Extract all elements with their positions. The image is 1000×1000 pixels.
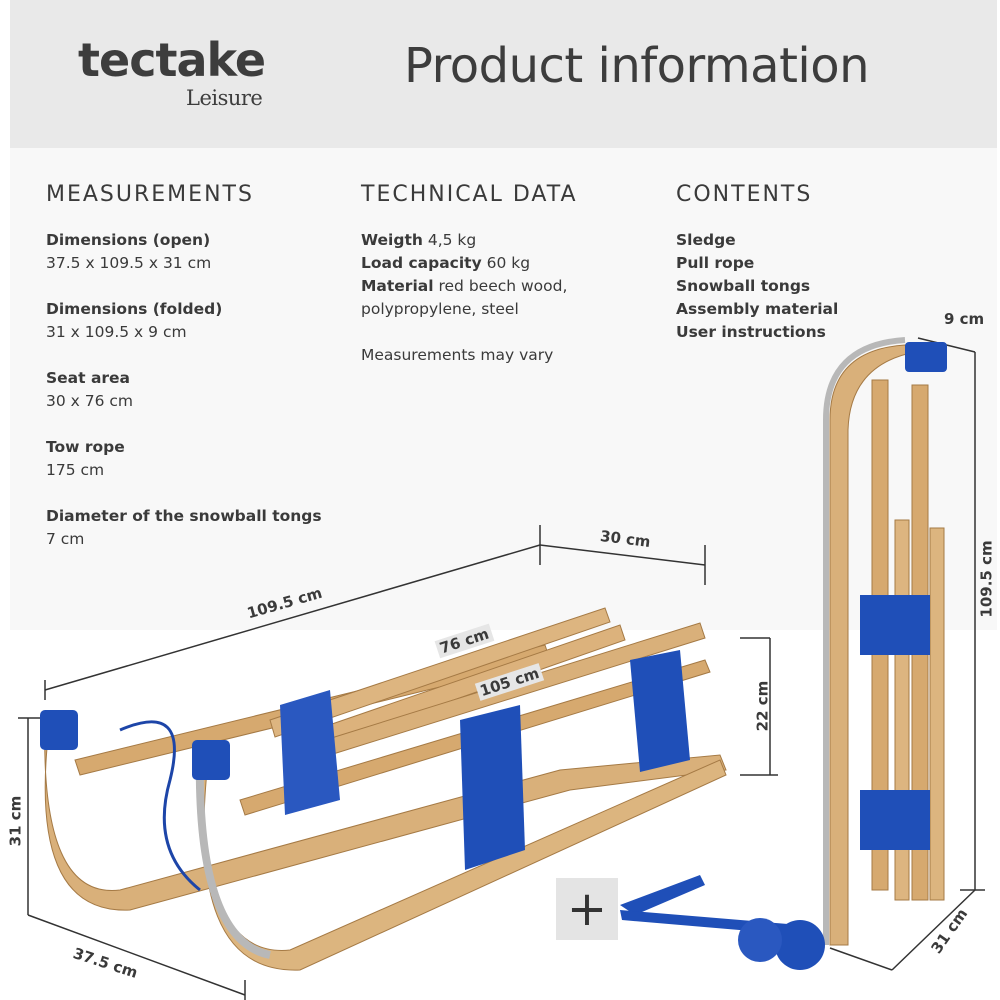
header: tectake Leisure Product information — [10, 0, 997, 148]
contents-item: Assembly material — [676, 300, 839, 318]
spec-value: red beech wood, — [438, 277, 568, 295]
spec-value: 37.5 x 109.5 x 31 cm — [46, 254, 212, 272]
measurements-column: MEASUREMENTS Dimensions (open) 37.5 x 109… — [46, 182, 322, 574]
spec-value: 7 cm — [46, 530, 85, 548]
dim-height: 31 cm — [6, 795, 25, 847]
contents-item: Pull rope — [676, 254, 755, 272]
page-title: Product information — [404, 38, 870, 94]
brand-name: tectake — [78, 33, 266, 87]
technical-column: TECHNICAL DATA Weigth 4,5 kg Load capaci… — [361, 182, 578, 367]
spec-label: Material — [361, 277, 434, 295]
spec-label: Dimensions (folded) — [46, 300, 223, 318]
dim-folded-depth: 9 cm — [944, 310, 985, 328]
brand-sub: Leisure — [186, 86, 263, 110]
sledge-folded — [823, 337, 947, 946]
spec-label: Dimensions (open) — [46, 231, 211, 249]
measurements-heading: MEASUREMENTS — [46, 182, 254, 207]
spec-item: Tow rope 175 cm — [46, 436, 322, 482]
dim-seat-height: 22 cm — [753, 680, 772, 732]
spec-item: Dimensions (folded) 31 x 109.5 x 9 cm — [46, 298, 322, 344]
dim-folded-length: 109.5 cm — [977, 540, 996, 618]
contents-heading: CONTENTS — [676, 182, 813, 207]
contents-item: Snowball tongs — [676, 277, 811, 295]
spec-line: Material red beech wood, — [361, 275, 578, 298]
spec-label: Load capacity — [361, 254, 482, 272]
spec-value: 175 cm — [46, 461, 105, 479]
note: Measurements may vary — [361, 346, 554, 364]
plus-icon: + — [556, 878, 618, 940]
spec-label: Tow rope — [46, 438, 125, 456]
sledge-open — [40, 607, 727, 971]
contents-item: Sledge — [676, 231, 736, 249]
dimension-lines — [18, 337, 985, 1000]
spec-label: Diameter of the snowball tongs — [46, 507, 322, 525]
spec-value-cont: polypropylene, steel — [361, 300, 519, 318]
contents-item: User instructions — [676, 323, 826, 341]
spec-value: 31 x 109.5 x 9 cm — [46, 323, 187, 341]
spec-item: Diameter of the snowball tongs 7 cm — [46, 505, 322, 551]
technical-heading: TECHNICAL DATA — [361, 182, 578, 207]
brand-logo: tectake Leisure — [78, 33, 278, 110]
spec-item: Seat area 30 x 76 cm — [46, 367, 322, 413]
snowball-tongs — [620, 875, 825, 970]
spec-value: 4,5 kg — [427, 231, 477, 249]
spec-label: Seat area — [46, 369, 131, 387]
spec-line: Weigth 4,5 kg — [361, 229, 578, 252]
spec-item: Dimensions (open) 37.5 x 109.5 x 31 cm — [46, 229, 322, 275]
contents-column: CONTENTS Sledge Pull rope Snowball tongs… — [676, 182, 838, 344]
spec-label: Weigth — [361, 231, 423, 249]
spec-line: Load capacity 60 kg — [361, 252, 578, 275]
spec-value: 30 x 76 cm — [46, 392, 134, 410]
spec-value: 60 kg — [486, 254, 531, 272]
